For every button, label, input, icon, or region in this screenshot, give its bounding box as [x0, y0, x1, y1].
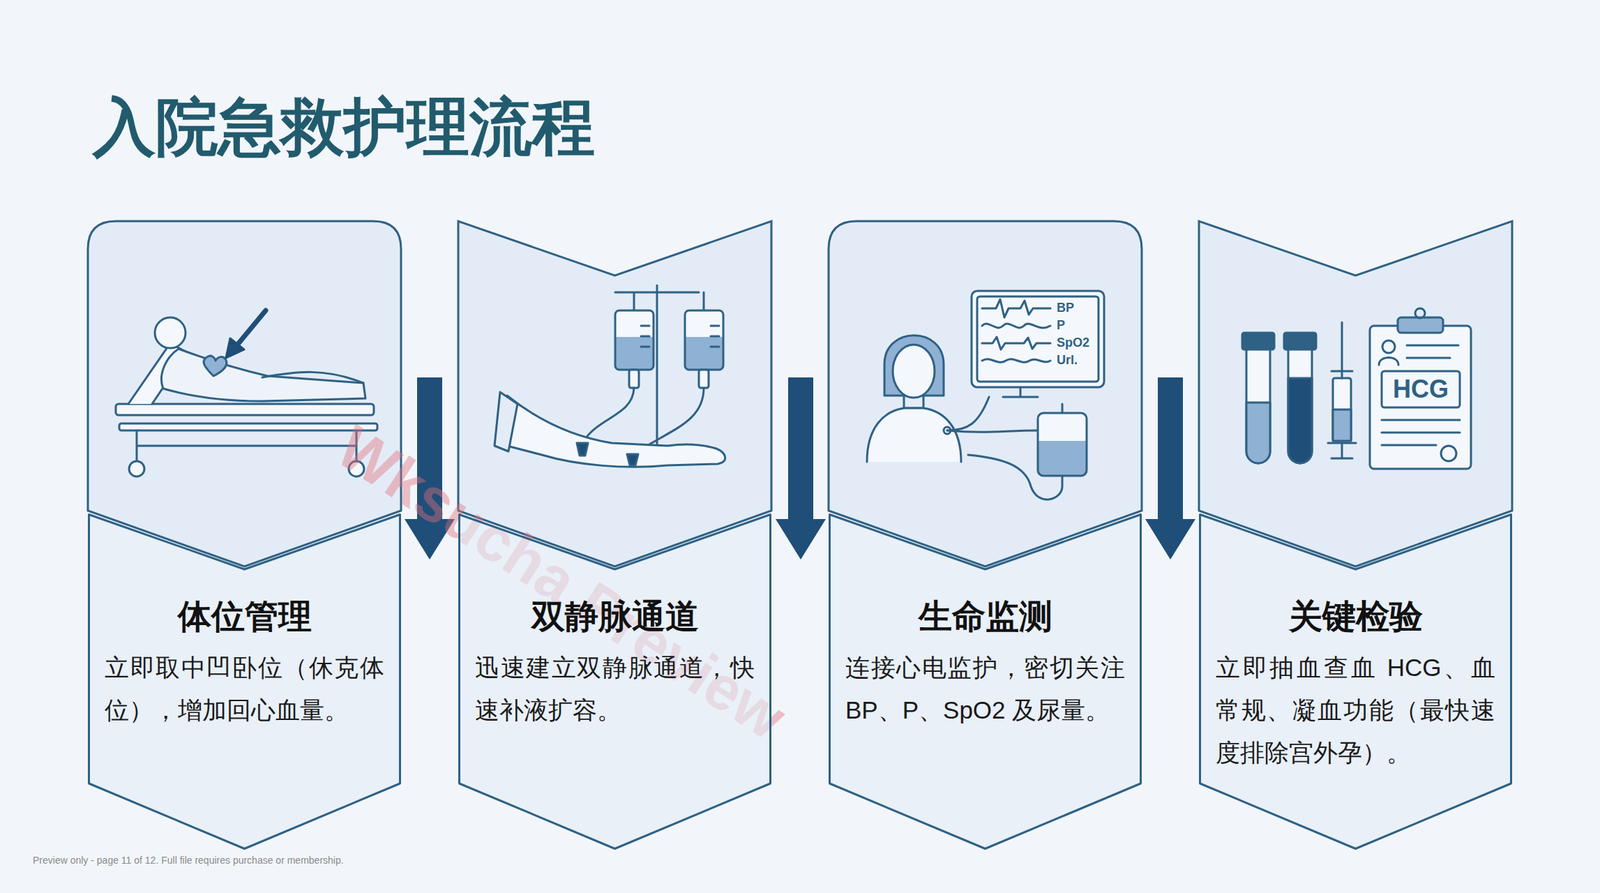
step-description: 迅速建立双静脉通道，快速补液扩容。 [474, 645, 755, 731]
step-box: 生命监测连接心电监护，密切关注 BP、P、SpO2 及尿量。 [828, 513, 1142, 850]
footer-note: Preview only - page 11 of 12. Full file … [32, 854, 344, 867]
step-outline [87, 513, 402, 850]
step-heading: 生命监测 [845, 595, 1126, 638]
step-description: 立即取中凹卧位（休克体位），增加回心血量。 [104, 645, 385, 731]
image-panel [828, 221, 1142, 567]
signal-label: P [1056, 318, 1066, 334]
step-box: 关键检验立即抽血查血 HCG、血常规、凝血功能（最快速度排除宫外孕）。 [1198, 513, 1513, 850]
step-description: 立即抽血查血 HCG、血常规、凝血功能（最快速度排除宫外孕）。 [1215, 645, 1496, 774]
image-panels [87, 221, 1513, 567]
step-outline [1198, 513, 1513, 850]
step-box: 体位管理立即取中凹卧位（休克体位），增加回心血量。 [87, 513, 402, 850]
iv-illustration [494, 285, 726, 467]
step-heading: 关键检验 [1215, 595, 1496, 638]
down-arrow [1145, 377, 1196, 560]
step-heading: 双静脉通道 [474, 595, 755, 638]
step-box: 双静脉通道迅速建立双静脉通道，快速补液扩容。 [458, 513, 772, 850]
step-outline-path [459, 514, 771, 849]
step-heading: 体位管理 [104, 595, 385, 638]
step-outline [828, 513, 1142, 850]
image-panel [1198, 221, 1513, 567]
step-outline-path [829, 514, 1142, 849]
down-arrow [775, 377, 826, 560]
test-label: HCG [1392, 373, 1449, 404]
step-outline-path [89, 514, 401, 849]
step-outline-path [1200, 514, 1512, 849]
step-outline [458, 513, 772, 850]
signal-label: BP [1056, 300, 1075, 316]
lab-illustration [1242, 308, 1471, 469]
image-panel [87, 221, 402, 567]
page-title: 入院急救护理流程 [92, 89, 595, 165]
signal-label: Url. [1056, 352, 1078, 369]
monitor-illustration [866, 290, 1105, 500]
step-description: 连接心电监护，密切关注 BP、P、SpO2 及尿量。 [845, 645, 1126, 731]
signal-label: SpO2 [1056, 335, 1090, 351]
